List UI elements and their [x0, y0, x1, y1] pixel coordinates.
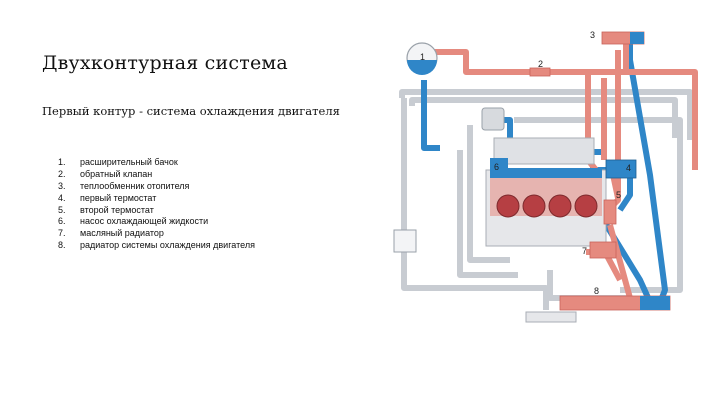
legend-item: 2. обратный клапан — [58, 169, 255, 181]
callout-8: 8 — [594, 286, 599, 296]
engine-block — [485, 137, 607, 247]
slide-title: Двухконтурная система — [42, 52, 288, 74]
first-thermostat — [605, 159, 637, 179]
legend-item-label: второй термостат — [80, 204, 154, 215]
legend-item-number: 7. — [58, 228, 66, 239]
legend-item-number: 3. — [58, 180, 66, 191]
legend-item: 1. расширительный бачок — [58, 157, 255, 169]
legend-item-number: 8. — [58, 240, 66, 251]
oil-cooler — [589, 241, 617, 259]
legend-item: 8. радиатор системы охлаждения двигателя — [58, 240, 255, 252]
legend-item-number: 6. — [58, 216, 66, 227]
callout-6: 6 — [494, 162, 499, 172]
legend-item: 4. первый термостат — [58, 193, 255, 205]
callout-1: 1 — [420, 52, 425, 62]
legend-item-number: 5. — [58, 204, 66, 215]
legend-item-label: насос охлаждающей жидкости — [80, 216, 209, 227]
legend-item: 3. теплообменник отопителя — [58, 181, 255, 193]
component-legend: 1. расширительный бачок 2. обратный клапан… — [58, 157, 255, 252]
legend-item-label: первый термостат — [80, 192, 157, 203]
callout-5: 5 — [616, 190, 621, 200]
legend-item-number: 1. — [58, 157, 66, 167]
overflow-reservoir — [393, 229, 417, 253]
callout-4: 4 — [626, 163, 631, 173]
coolant-pump — [490, 158, 508, 172]
legend-item-label: обратный клапан — [80, 168, 153, 179]
engine-radiator — [559, 295, 671, 311]
check-valve — [529, 67, 551, 77]
callout-7: 7 — [582, 246, 587, 256]
legend-item-label: теплообменник отопителя — [80, 180, 190, 191]
legend-item: 7. масляный радиатор — [58, 228, 255, 240]
callout-3: 3 — [590, 30, 595, 40]
base-bracket — [525, 311, 577, 323]
engine-cylinders — [496, 194, 598, 218]
legend-item-number: 2. — [58, 168, 66, 179]
legend-item-label: масляный радиатор — [80, 228, 164, 239]
thermostat-housing — [481, 107, 505, 131]
legend-item: 6. насос охлаждающей жидкости — [58, 216, 255, 228]
cooling-system-diagram: 1 2 3 4 5 6 7 8 — [393, 30, 698, 323]
callout-2: 2 — [538, 59, 543, 69]
slide-subtitle: Первый контур - система охлаждения двига… — [42, 104, 340, 118]
legend-item-number: 4. — [58, 192, 66, 203]
legend-item-label: расширительный бачок — [80, 157, 178, 167]
expansion-tank — [406, 42, 438, 75]
legend-item: 5. второй термостат — [58, 205, 255, 217]
auxiliary-pipes — [399, 89, 693, 310]
legend-item-label: радиатор системы охлаждения двигателя — [80, 240, 255, 251]
second-thermostat — [603, 199, 617, 225]
heater-core — [601, 31, 645, 45]
